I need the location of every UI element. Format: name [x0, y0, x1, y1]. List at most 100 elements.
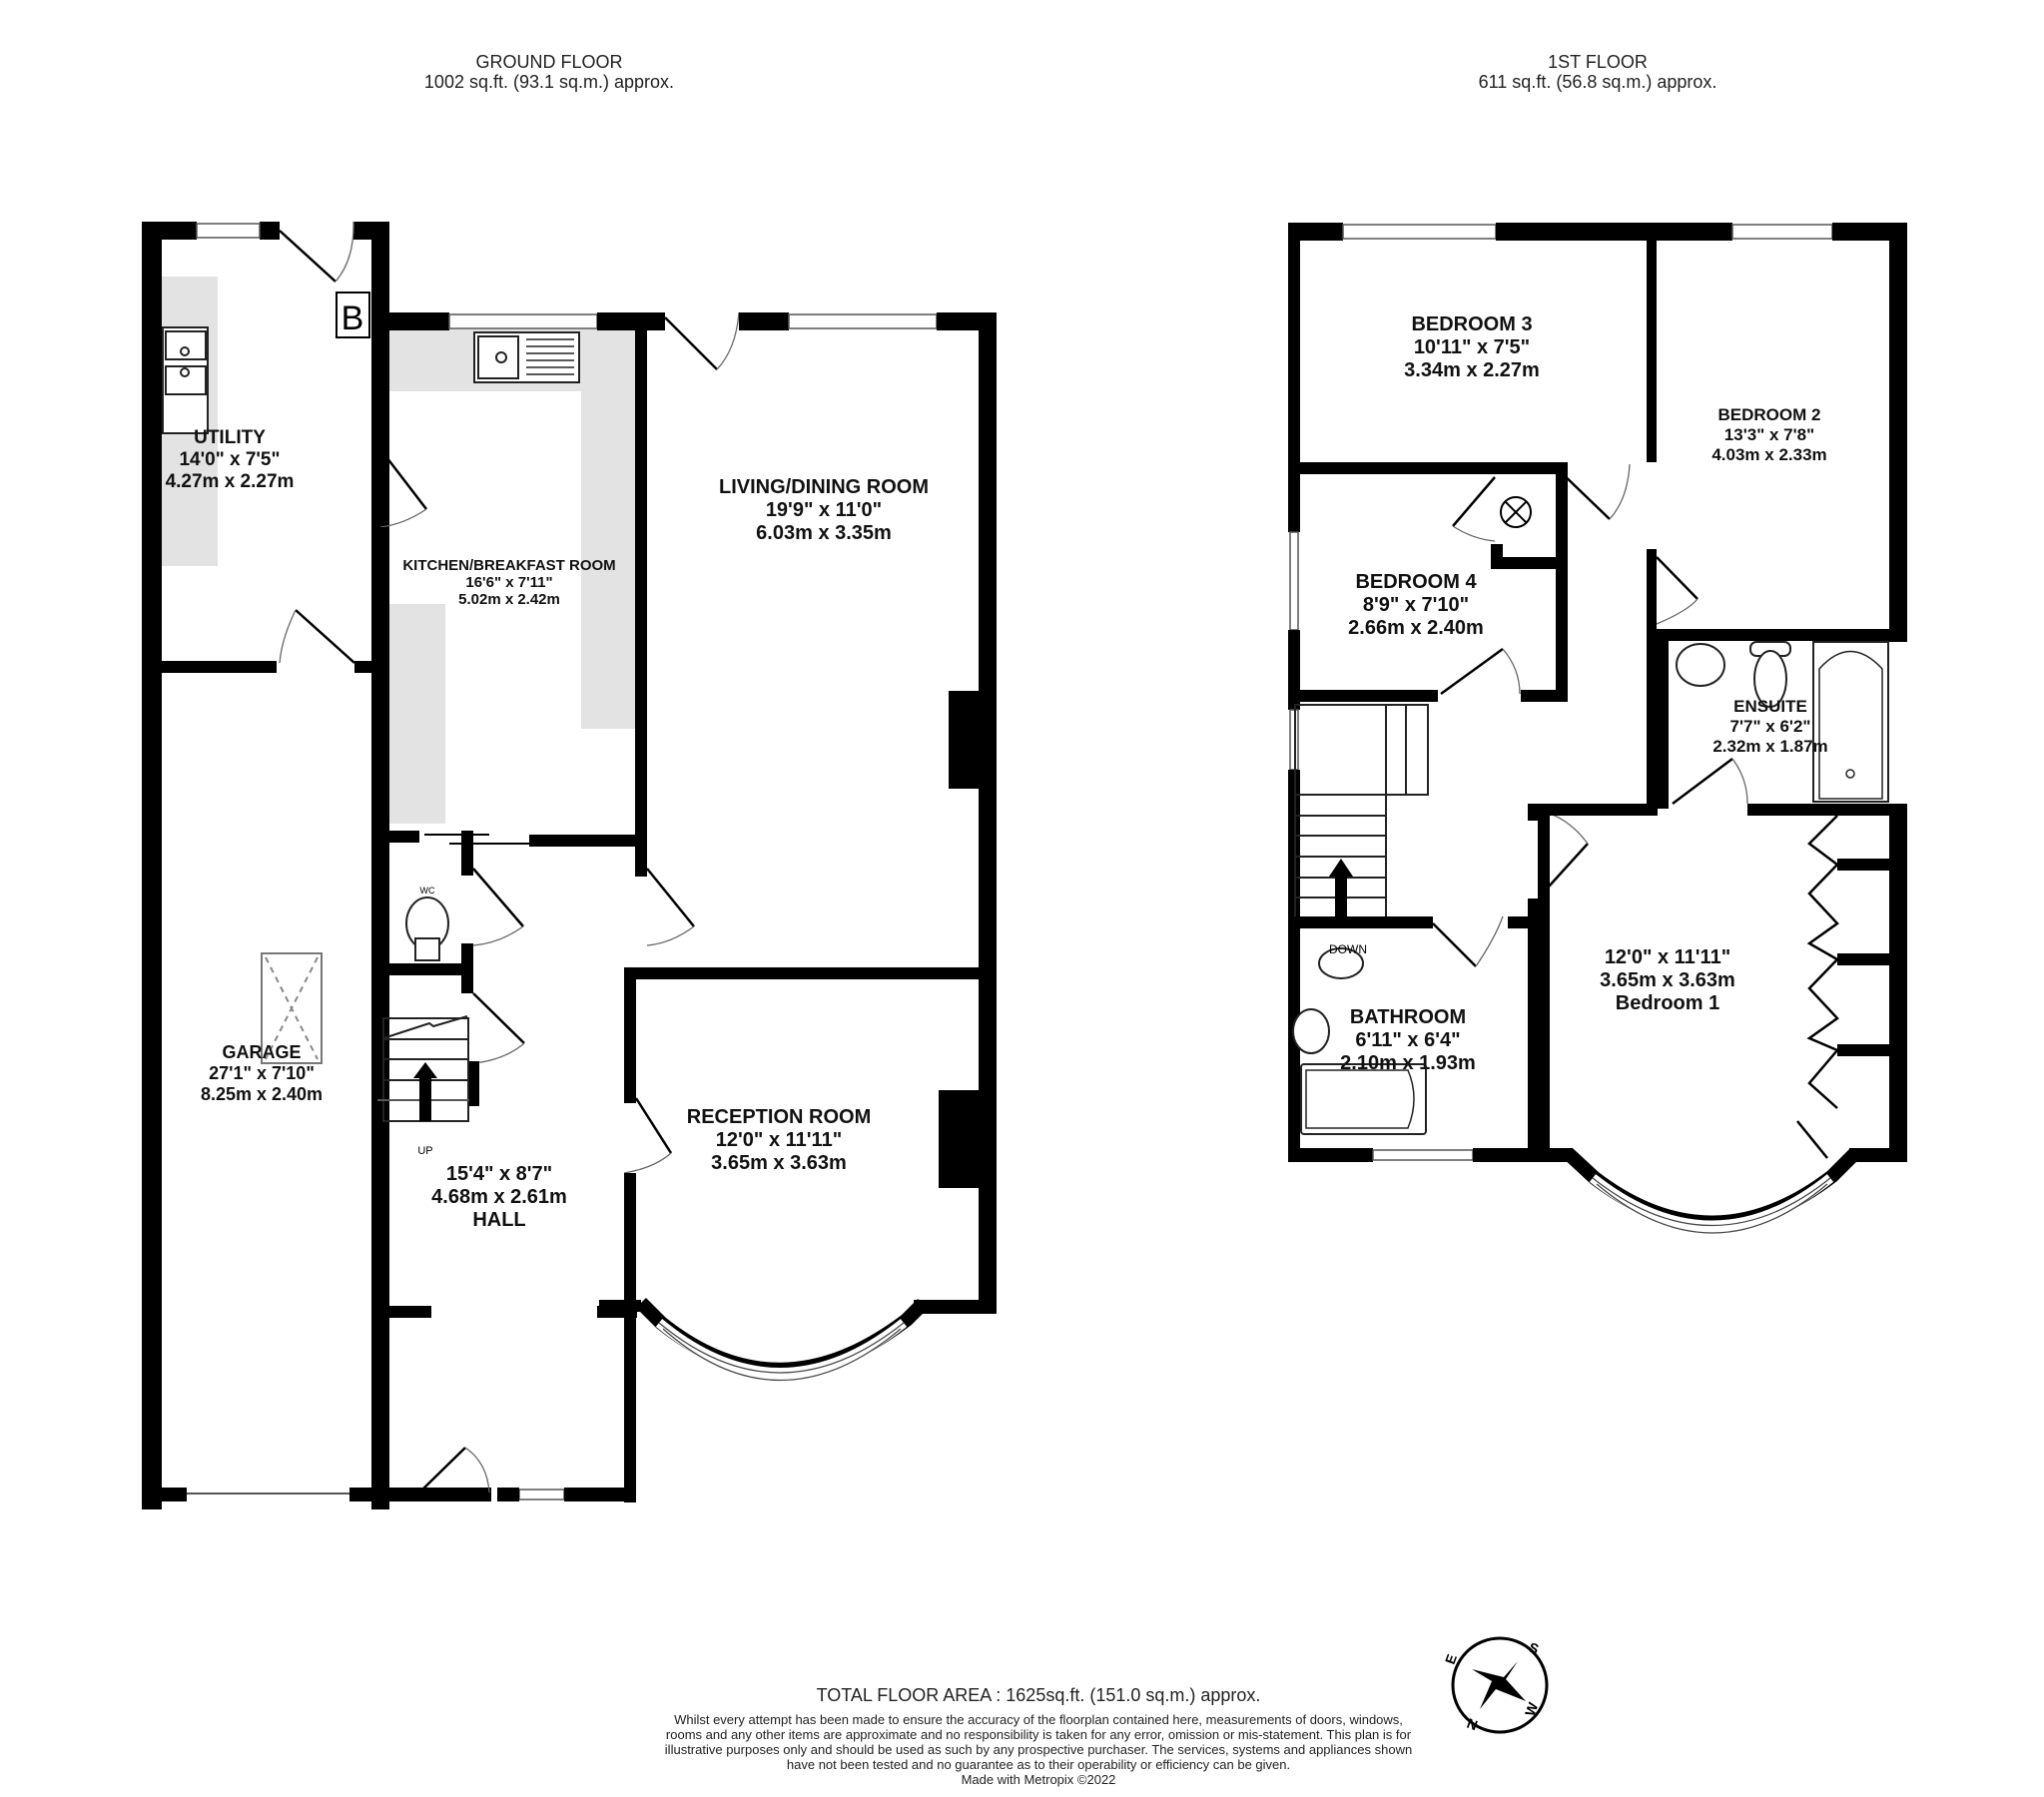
- stairs-down-label: DOWN: [1329, 942, 1367, 956]
- wall-segment: [914, 1300, 997, 1314]
- wall-segment: [1647, 223, 1657, 462]
- wall-segment: [142, 661, 277, 673]
- svg-text:W: W: [1522, 1699, 1542, 1718]
- total-floor-area: TOTAL FLOOR AREA : 1625sq.ft. (151.0 sq.…: [816, 1685, 1261, 1705]
- bathroom-toilet-icon: [1318, 947, 1364, 979]
- wall-segment: [1528, 898, 1540, 1160]
- wall-segment: [1521, 690, 1568, 702]
- window: [1342, 224, 1497, 240]
- room-label-bathroom: BATHROOM 6'11" x 6'4" 2.10m x 1.93m: [1340, 1006, 1476, 1074]
- bathroom-bath-icon: [1300, 1063, 1427, 1135]
- room-label-bedroom4: BEDROOM 4 8'9" x 7'10" 2.66m x 2.40m: [1348, 571, 1484, 639]
- wall-segment: [635, 847, 647, 877]
- wall-segment: [371, 1306, 431, 1318]
- wall-segment: [1647, 629, 1907, 641]
- wall-segment: [1837, 953, 1907, 965]
- window: [448, 313, 598, 329]
- wall-segment: [635, 312, 647, 842]
- kitchen-counter-right: [581, 329, 639, 729]
- wall-segment: [1496, 223, 1732, 241]
- chimney-breast: [949, 691, 979, 789]
- window: [1372, 1149, 1474, 1161]
- bathroom-basin-icon: [1292, 1008, 1330, 1054]
- wall-segment: [624, 1173, 636, 1502]
- first-floor-area: 611 sq.ft. (56.8 sq.m.) approx.: [1478, 72, 1717, 92]
- wall-segment: [260, 222, 280, 240]
- chimney-breast: [939, 1090, 979, 1188]
- wall-segment: [1528, 804, 1658, 816]
- wall-segment: [624, 973, 636, 1103]
- wall-segment: [1288, 223, 1343, 241]
- wall-segment: [1538, 804, 1550, 1148]
- wall-segment: [142, 1488, 187, 1501]
- wall-segment: [1647, 549, 1657, 809]
- wall-segment: [142, 222, 197, 240]
- wall-segment: [1288, 223, 1300, 532]
- room-label-living: LIVING/DINING ROOM 19'9" x 11'0" 6.03m x…: [719, 476, 929, 544]
- room-label-kitchen: KITCHEN/BREAKFAST ROOM 16'6" x 7'11" 5.0…: [402, 557, 616, 608]
- skylight-icon: [261, 952, 323, 1064]
- window: [1731, 224, 1833, 240]
- wall-west: [142, 222, 162, 1509]
- wall-segment: [597, 1306, 637, 1318]
- wall-segment: [371, 1488, 491, 1501]
- ensuite-basin-icon: [1676, 643, 1725, 687]
- wall-segment: [497, 1488, 519, 1501]
- ground-floor-plan: B: [142, 221, 997, 1509]
- room-label-bedroom1: 12'0" x 11'11" 3.65m x 3.63m Bedroom 1: [1600, 946, 1735, 1014]
- room-label-garage: GARAGE 27'1" x 7'10" 8.25m x 2.40m: [200, 1042, 324, 1104]
- wall-segment: [1657, 639, 1669, 809]
- boiler-label: B: [341, 300, 364, 337]
- wall-segment: [635, 312, 665, 330]
- room-label-ensuite: ENSUITE 7'7" x 6'2" 2.32m x 1.87m: [1712, 697, 1828, 756]
- wall-segment: [1491, 557, 1558, 569]
- wall-segment: [461, 831, 473, 876]
- ensuite-bath-icon: [1812, 641, 1889, 803]
- room-label-reception: RECEPTION ROOM 12'0" x 11'11" 3.65m x 3.…: [686, 1106, 872, 1174]
- window: [196, 223, 261, 239]
- made-with-credit: Made with Metropix ©2022: [961, 1772, 1116, 1787]
- kitchen-counter-left: [385, 604, 445, 824]
- utility-sink-icon: [162, 326, 209, 434]
- first-floor-plan: DOWN: [1288, 223, 1907, 1234]
- wall-segment: [371, 831, 419, 843]
- svg-text:E: E: [1442, 1652, 1460, 1666]
- wall-segment: [1889, 809, 1907, 1158]
- wall-segment: [1288, 690, 1438, 702]
- first-floor-header: 1ST FLOOR 611 sq.ft. (56.8 sq.m.) approx…: [1398, 52, 1797, 92]
- ground-floor-area: 1002 sq.ft. (93.1 sq.m.) approx.: [423, 72, 675, 92]
- boiler-icon: [336, 292, 370, 338]
- compass-rose-icon: S E N W: [1442, 1636, 1549, 1734]
- wall-segment: [1832, 223, 1907, 241]
- wardrobe-doors[interactable]: [1806, 815, 1840, 1109]
- ground-floor-header: GROUND FLOOR 1002 sq.ft. (93.1 sq.m.) ap…: [349, 52, 749, 92]
- wall-segment: [1288, 1148, 1373, 1162]
- wall-segment: [1837, 859, 1907, 871]
- disclaimer: Whilst every attempt has been made to en…: [664, 1712, 1413, 1772]
- room-label-utility: UTILITY 14'0" x 7'5" 4.27m x 2.27m: [165, 427, 295, 492]
- room-label-bedroom2: BEDROOM 2 13'3" x 7'8" 4.03m x 2.33m: [1711, 405, 1827, 464]
- wall-segment: [349, 1488, 389, 1501]
- wall-east: [1889, 223, 1907, 642]
- stairs-up-icon: [377, 1015, 474, 1122]
- svg-text:S: S: [1527, 1639, 1541, 1657]
- wall-segment: [1849, 1148, 1907, 1162]
- room-label-bedroom3: BEDROOM 3 10'11" x 7'5" 3.34m x 2.27m: [1404, 313, 1540, 381]
- wall-segment: [564, 1488, 636, 1501]
- wall-segment: [1747, 804, 1907, 816]
- window: [1289, 531, 1299, 631]
- wall-segment: [469, 1061, 479, 1106]
- wc-label: WC: [420, 886, 435, 896]
- wall-segment: [379, 963, 473, 975]
- wall-segment: [371, 527, 389, 926]
- stairs-up-label: UP: [417, 1145, 432, 1157]
- wall-segment: [1288, 916, 1433, 928]
- stairs-down-icon: [1294, 704, 1429, 918]
- wall-segment: [371, 312, 389, 442]
- wall-east: [979, 312, 997, 1311]
- window: [518, 1489, 565, 1500]
- wall-segment: [529, 835, 647, 847]
- wall-segment: [379, 312, 449, 330]
- wall-segment: [1556, 462, 1568, 697]
